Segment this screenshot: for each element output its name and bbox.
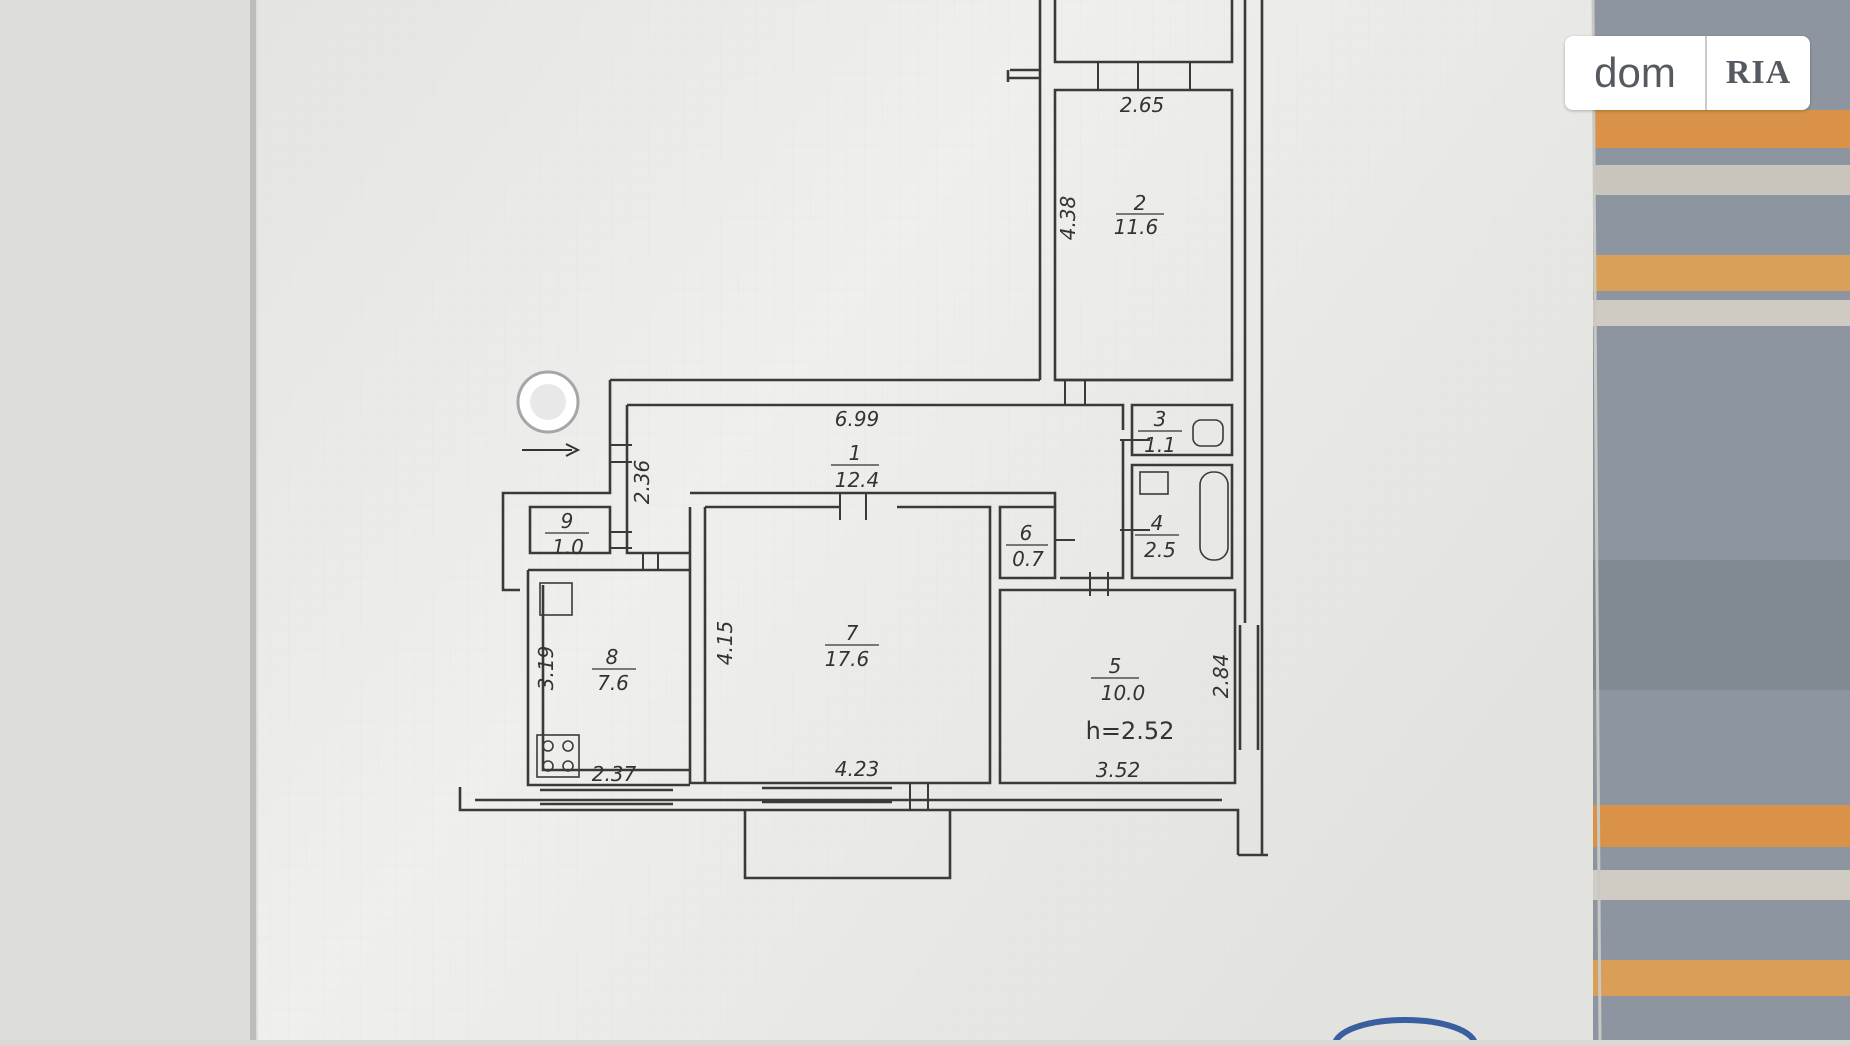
- dimension-label: 4.38: [1056, 196, 1080, 241]
- room-4-number: 4: [1151, 511, 1164, 535]
- room-6-number: 6: [1020, 521, 1033, 545]
- room-3-number: 3: [1154, 407, 1167, 431]
- bathtub-icon: [1199, 471, 1229, 561]
- dimension-label: 6.99: [835, 407, 880, 431]
- dimension-label: 4.15: [713, 621, 737, 666]
- room-5-number: 5: [1109, 654, 1122, 678]
- dimension-label: 2.84: [1209, 654, 1233, 699]
- door-marks: [610, 62, 1191, 810]
- room-4-area: 2.5: [1144, 538, 1176, 562]
- page-fold: [250, 0, 256, 1040]
- entrance-marker: [516, 370, 581, 457]
- dimension-label: 2.36: [630, 460, 654, 505]
- dimension-label: 2.65: [1120, 93, 1165, 117]
- stove-icon: [536, 734, 580, 778]
- watermark-ria-logo: RIA: [1725, 54, 1792, 91]
- kitchen-sink-icon: [539, 582, 573, 616]
- room-3-area: 1.1: [1144, 433, 1176, 457]
- room-9-area: 1.0: [552, 535, 584, 559]
- dom-ria-watermark: dom RIA: [1565, 36, 1810, 110]
- stamp-seal: [1332, 1017, 1478, 1045]
- sink-icon: [1139, 471, 1169, 495]
- dimension-label: 3.19: [534, 646, 558, 691]
- toilet-icon: [1192, 419, 1224, 447]
- dimension-label: 4.23: [835, 757, 880, 781]
- room-1-area: 12.4: [835, 468, 880, 492]
- dimension-label: 2.37: [592, 762, 637, 786]
- watermark-dom-text: dom: [1594, 49, 1676, 96]
- room-1-number: 1: [849, 441, 862, 465]
- dimension-label: 3.52: [1096, 758, 1141, 782]
- room-6-area: 0.7: [1012, 547, 1044, 571]
- room-8-number: 8: [606, 645, 619, 669]
- room-8-area: 7.6: [597, 671, 629, 695]
- left-page: [0, 0, 258, 1040]
- room-5-area: 10.0: [1101, 681, 1146, 705]
- ceiling-height-label: h=2.52: [1086, 717, 1175, 745]
- room-2-area: 11.6: [1114, 215, 1159, 239]
- fabric-background: [1560, 0, 1850, 1040]
- fixtures: [536, 419, 1229, 778]
- room-9-number: 9: [561, 509, 574, 533]
- room-7-number: 7: [846, 621, 859, 645]
- room-2-number: 2: [1134, 191, 1147, 215]
- room-7-area: 17.6: [825, 647, 870, 671]
